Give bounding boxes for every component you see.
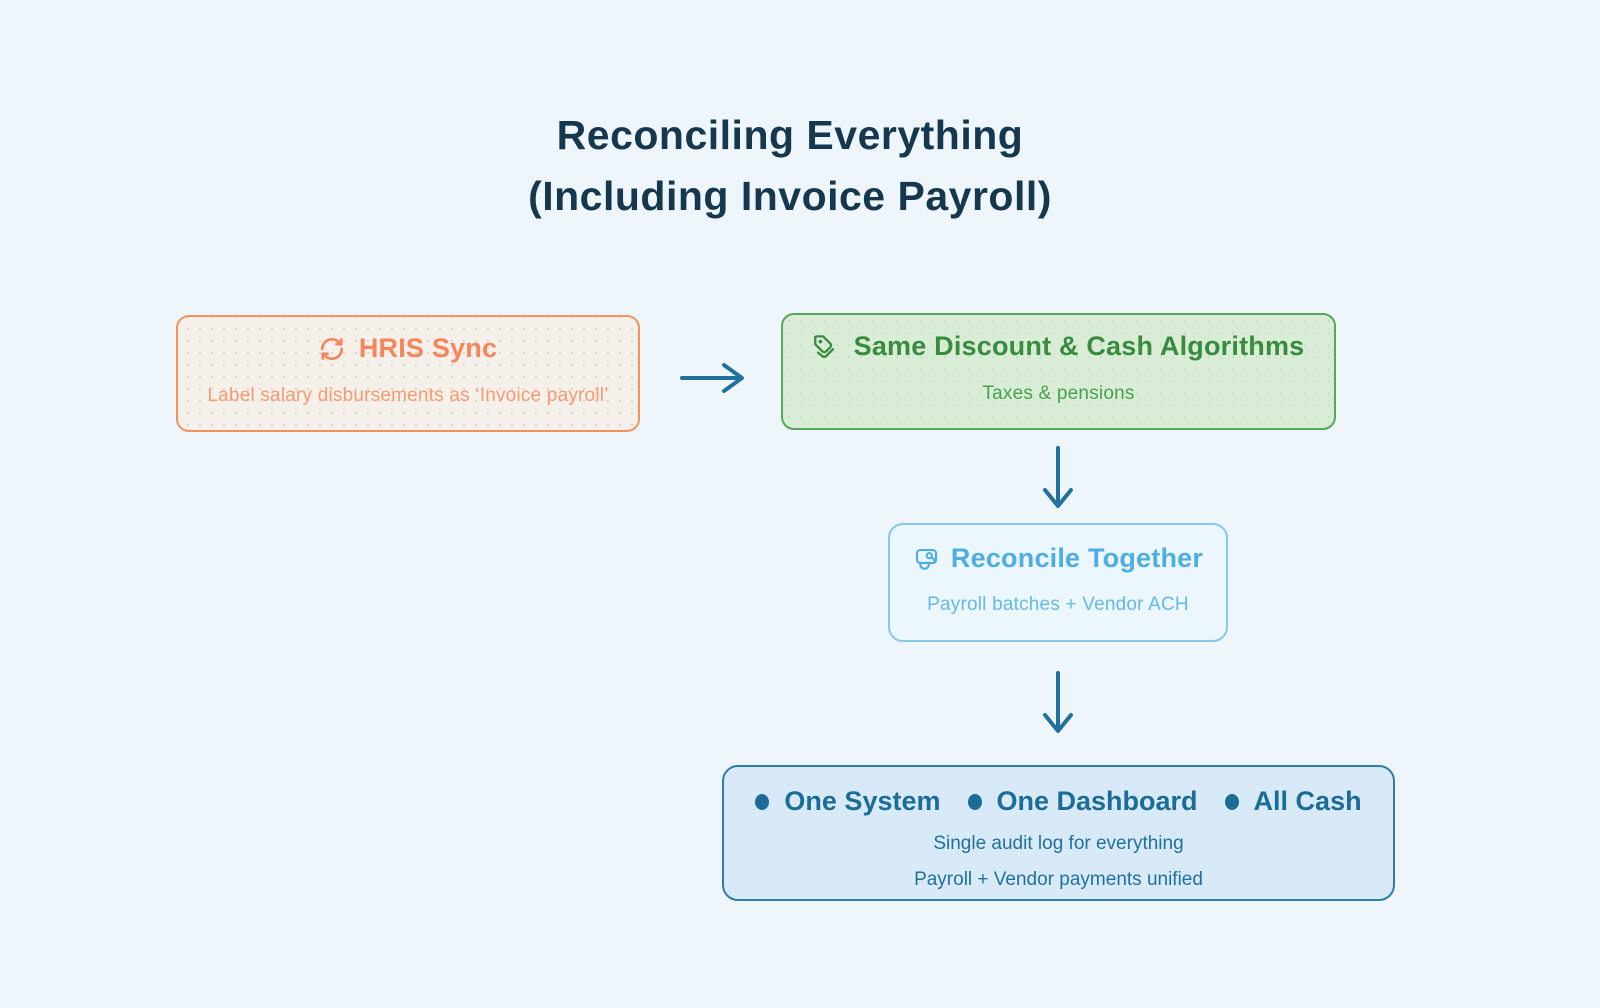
outcome-bullet-row: One System One Dashboard All Cash <box>755 786 1362 817</box>
node-reconcile-title: Reconcile Together <box>950 543 1204 573</box>
arrow-down-icon <box>1043 446 1073 508</box>
outcome-line-audit-log: Single audit log for everything <box>933 833 1184 854</box>
outcome-bullet-one-system: One System <box>755 786 941 817</box>
node-algorithms-title-row: Same Discount & Cash Algorithms <box>813 331 1305 362</box>
outcome-bullet-label: One System <box>784 786 941 816</box>
node-hris-sync: HRIS Sync Label salary disbursements as … <box>176 315 640 432</box>
wallet-icon <box>913 545 940 572</box>
page-title: Reconciling Everything (Including Invoic… <box>0 105 1580 227</box>
node-reconcile-title-row: Reconcile Together <box>913 543 1203 574</box>
node-outcome: One System One Dashboard All Cash Single… <box>722 765 1395 901</box>
node-reconcile-subtitle: Payroll batches + Vendor ACH <box>927 594 1189 615</box>
sync-icon <box>319 336 345 362</box>
page-title-line-2: (Including Invoice Payroll) <box>528 173 1052 219</box>
bullet-dot-icon <box>1224 793 1239 810</box>
outcome-line-payments-unified: Payroll + Vendor payments unified <box>914 869 1203 890</box>
page-title-line-1: Reconciling Everything <box>556 112 1024 158</box>
arrow-down-icon <box>1043 671 1073 733</box>
outcome-bullet-one-dashboard: One Dashboard <box>967 786 1198 817</box>
node-algorithms-subtitle: Taxes & pensions <box>982 383 1135 404</box>
node-hris-subtitle: Label salary disbursements as ‘Invoice p… <box>207 385 609 406</box>
node-algorithms-title: Same Discount & Cash Algorithms <box>853 331 1305 361</box>
outcome-bullet-label: One Dashboard <box>996 786 1198 816</box>
tags-icon <box>813 333 840 360</box>
outcome-bullet-all-cash: All Cash <box>1224 786 1362 817</box>
arrow-right-icon <box>680 363 744 393</box>
node-hris-title-row: HRIS Sync <box>319 333 497 364</box>
node-reconcile-together: Reconcile Together Payroll batches + Ven… <box>888 523 1228 642</box>
node-same-algorithms: Same Discount & Cash Algorithms Taxes & … <box>781 313 1336 430</box>
node-hris-title: HRIS Sync <box>358 333 498 363</box>
bullet-dot-icon <box>967 793 982 810</box>
outcome-bullet-label: All Cash <box>1253 786 1362 816</box>
bullet-dot-icon <box>755 793 770 810</box>
